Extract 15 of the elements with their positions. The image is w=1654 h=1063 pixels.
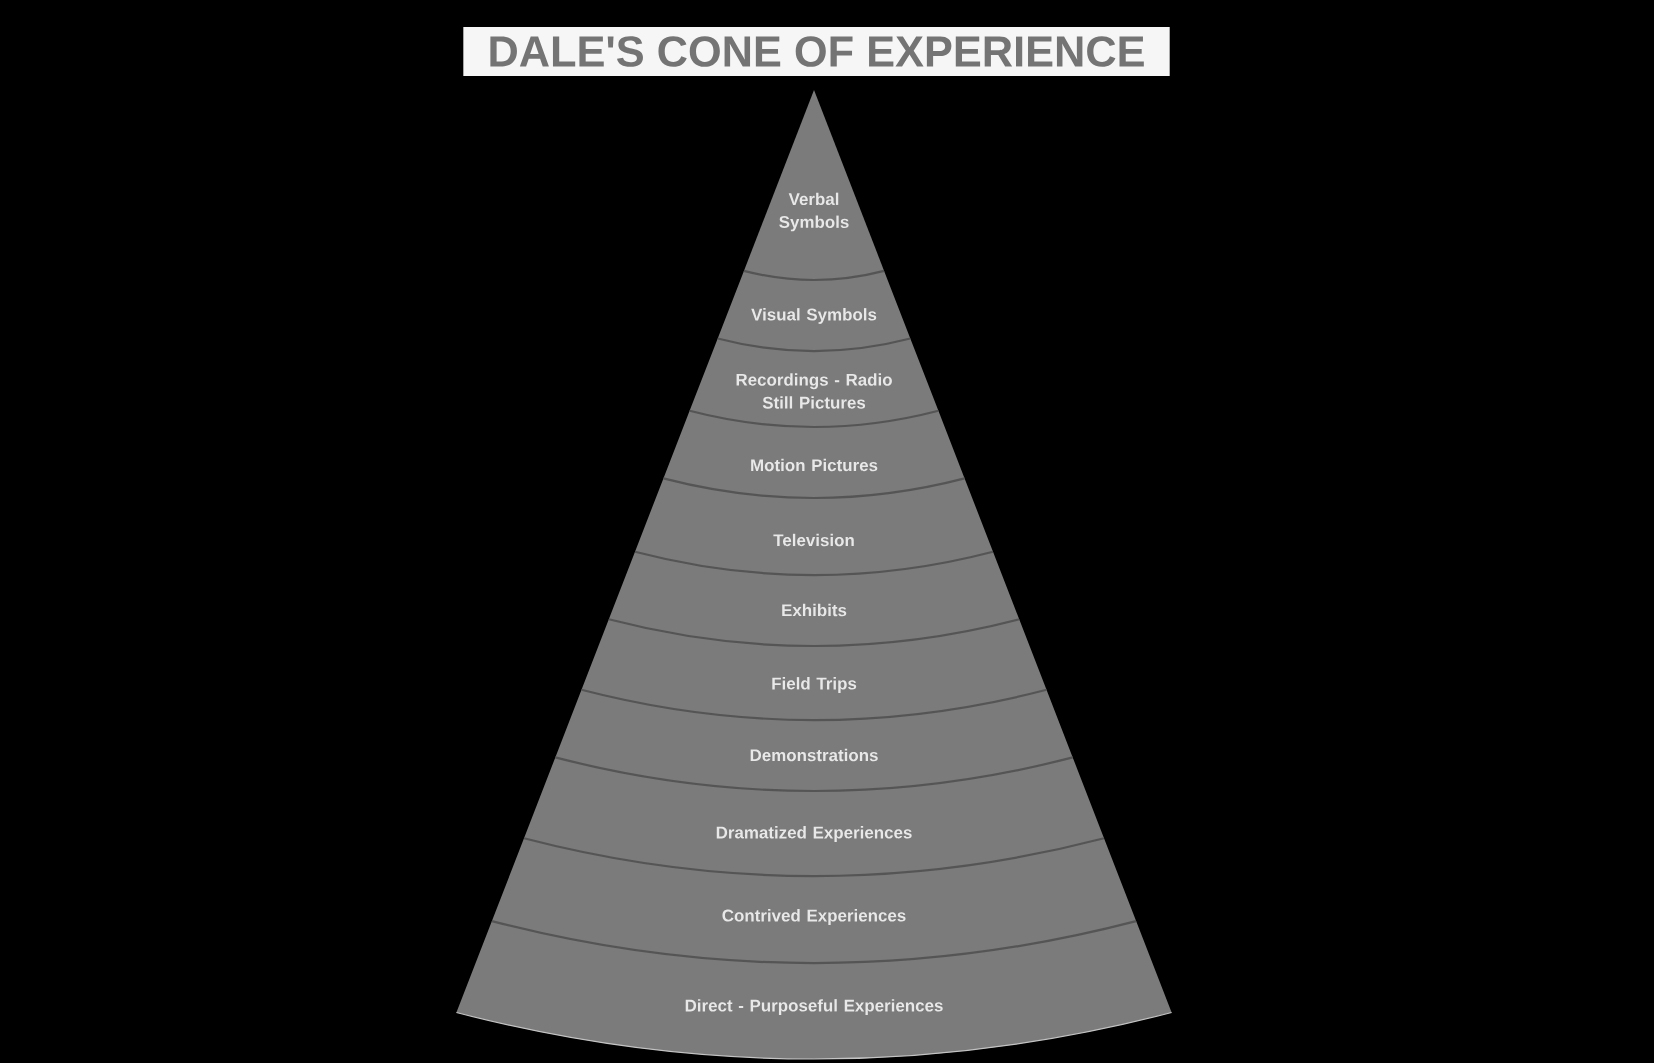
cone-band: Television bbox=[635, 477, 993, 576]
node-label: Television bbox=[773, 533, 854, 547]
cone-band: Recordings - Radio Still Pictures bbox=[689, 337, 939, 427]
cone-band: Visual Symbols bbox=[717, 269, 911, 352]
node-label: Direct - Purposeful Experiences bbox=[685, 999, 943, 1015]
node-label: Verbal Symbols bbox=[779, 192, 849, 232]
node-label: Visual Symbols bbox=[751, 308, 877, 324]
title: DALE'S CONE OF EXPERIENCE bbox=[463, 27, 1170, 76]
cone-band: Field Trips bbox=[581, 618, 1047, 721]
cone-band: Motion Pictures bbox=[663, 409, 965, 498]
node-label: Exhibits bbox=[782, 603, 847, 617]
cone-band: Verbal Symbols bbox=[743, 90, 885, 280]
cone-band: Exhibits bbox=[608, 550, 1020, 646]
node-label: Motion Pictures bbox=[751, 458, 878, 472]
node-label: Recordings - Radio Still Pictures bbox=[736, 373, 892, 409]
